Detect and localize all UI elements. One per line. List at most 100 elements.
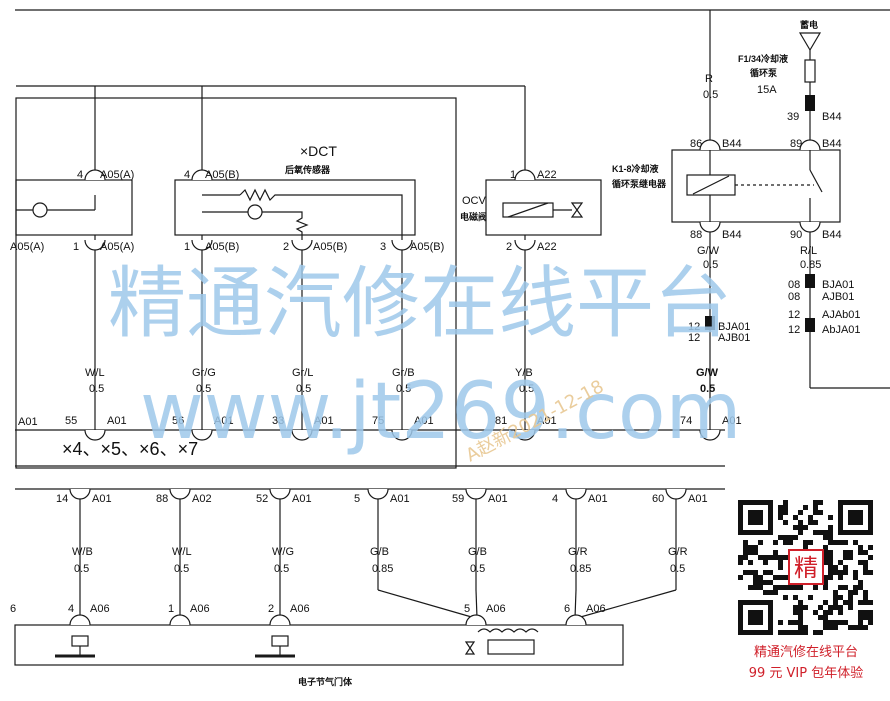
lower-wire-size-5: 0.85: [570, 563, 591, 575]
lower-pin-number-0: 14: [56, 493, 68, 505]
a22-top-pin: 1: [510, 169, 516, 181]
lower-wire-size-0: 0.5: [74, 563, 89, 575]
a06-pin-number-2: 2: [268, 603, 274, 615]
connector-pin-8: [699, 139, 721, 151]
fuse-icon: [804, 59, 816, 83]
a22-bottom-name: A22: [537, 241, 557, 253]
wire-size-1: 0.5: [196, 383, 211, 395]
fuse-sub: 循环泵: [750, 67, 778, 78]
dct-frame: [15, 97, 457, 469]
a01-pin-number-5: 74: [680, 415, 692, 427]
throttle-motor-coil-icon: [477, 628, 539, 633]
a01-pin-number-2: 33: [272, 415, 284, 427]
a01-pin-55: [84, 429, 106, 441]
qr-badge-frame: [788, 549, 824, 585]
ocv-sub-label: 电磁阀: [460, 211, 487, 222]
a22-top-name: A22: [537, 169, 557, 181]
throttle-body-block: [14, 624, 624, 666]
lower-conn-name-6: A01: [688, 493, 708, 505]
connector-pin-7: [514, 239, 536, 251]
a01-pin-number-3: 75: [372, 415, 384, 427]
a01-pin-56: [191, 429, 213, 441]
left-edge-conn: A01: [18, 416, 38, 428]
a05b-p3-pin: 3: [380, 241, 386, 253]
relay-block: [671, 149, 841, 223]
qr-badge: 精: [794, 554, 818, 582]
bja01-12-name: BJA01: [718, 321, 750, 333]
lower-wire-size-2: 0.5: [274, 563, 289, 575]
connector-pin-9: [799, 139, 821, 151]
watermark: 精通汽修在线平台 www.jt269.com A赵新2021-12-18: [108, 259, 742, 466]
a06-pin-0: [69, 614, 91, 626]
lower-pin-number-3: 5: [354, 493, 360, 505]
b44-86-name: B44: [722, 138, 742, 150]
battery-label: 蓄电: [800, 19, 818, 30]
a22-bottom-pin: 2: [506, 241, 512, 253]
qr-caption-line1: 精通汽修在线平台: [753, 645, 858, 660]
sensor-gauge-icon: [32, 202, 48, 218]
a05b-p2-name: A05(B): [313, 241, 347, 253]
connector-pin-0: [84, 169, 106, 181]
wire-size-0: 0.5: [89, 383, 104, 395]
ocv-block: [485, 179, 602, 236]
lower-wire-color-1: W/L: [172, 546, 192, 558]
relay-name: K1-8冷却液: [612, 163, 660, 174]
rear-o2-sensor-label: 后氧传感器: [285, 164, 331, 175]
lower-pin-number-1: 88: [156, 493, 168, 505]
lower-wire-color-6: G/R: [668, 546, 688, 558]
a01-conn-name-1: A01: [214, 415, 234, 427]
a06-pin-3: [465, 614, 487, 626]
lower-conn-name-5: A01: [588, 493, 608, 505]
ajb01-12-pin: 12: [688, 332, 700, 344]
a01-pin-number-4: 81: [495, 415, 507, 427]
a01-conn-name-0: A01: [107, 415, 127, 427]
lower-pin-60: [665, 488, 687, 500]
bja01-08-name: BJA01: [822, 279, 854, 291]
wire-size-2: 0.5: [296, 383, 311, 395]
watermark-line2: www.jt269.com: [140, 367, 742, 457]
wire-color-1: Gr/G: [192, 367, 216, 379]
a06-left-pin-number: 6: [10, 603, 16, 615]
throttle-body-label: 电子节气门体: [298, 676, 353, 687]
lower-pin-number-5: 4: [552, 493, 558, 505]
ajb01-08-pin: 08: [788, 291, 800, 303]
lower-conn-name-2: A01: [292, 493, 312, 505]
a01-conn-name-4: A01: [537, 415, 557, 427]
a01-conn-name-5: A01: [722, 415, 742, 427]
a06-pin-number-4: 6: [564, 603, 570, 615]
lower-wire-size-4: 0.5: [470, 563, 485, 575]
lower-wire-color-2: W/G: [272, 546, 294, 558]
a06-conn-name-1: A06: [190, 603, 210, 615]
a06-conn-name-0: A06: [90, 603, 110, 615]
lower-wire-color-5: G/R: [568, 546, 588, 558]
abja01-12-pin: 12: [788, 324, 800, 336]
lower-wire-size-1: 0.5: [174, 563, 189, 575]
lower-pin-number-4: 59: [452, 493, 464, 505]
connector-pin-6: [514, 169, 536, 181]
a05a-top-name: A05(A): [100, 169, 134, 181]
b44-88-pin: 88: [690, 229, 702, 241]
a06-pin-number-1: 1: [168, 603, 174, 615]
lower-conn-name-1: A02: [192, 493, 212, 505]
lower-wire-color-4: G/B: [468, 546, 487, 558]
heater-gauge-icon: [247, 204, 263, 220]
lower-wire-color-3: G/B: [370, 546, 389, 558]
dct-title: ×DCT: [300, 143, 337, 159]
a06-pin-number-3: 5: [464, 603, 470, 615]
b44-90-name: B44: [822, 229, 842, 241]
a05a-block: [15, 179, 133, 236]
wire-size-4: 0.5: [519, 383, 534, 395]
bja01-12-terminal: [705, 316, 715, 330]
ocv-valve-icon: [570, 202, 584, 218]
ajab01-12-name: AJAb01: [822, 309, 861, 321]
wire-color-3: Gr/B: [392, 367, 415, 379]
a01-conn-name-3: A01: [414, 415, 434, 427]
relay-feed-size: 0.5: [703, 89, 718, 101]
lower-pin-number-6: 60: [652, 493, 664, 505]
a01-pin-74: [699, 429, 721, 441]
battery-icon: [798, 32, 822, 52]
a06-pin-number-0: 4: [68, 603, 74, 615]
lower-pin-5: [367, 488, 389, 500]
a06-pin-2: [269, 614, 291, 626]
ocv-label: OCV: [462, 195, 487, 207]
